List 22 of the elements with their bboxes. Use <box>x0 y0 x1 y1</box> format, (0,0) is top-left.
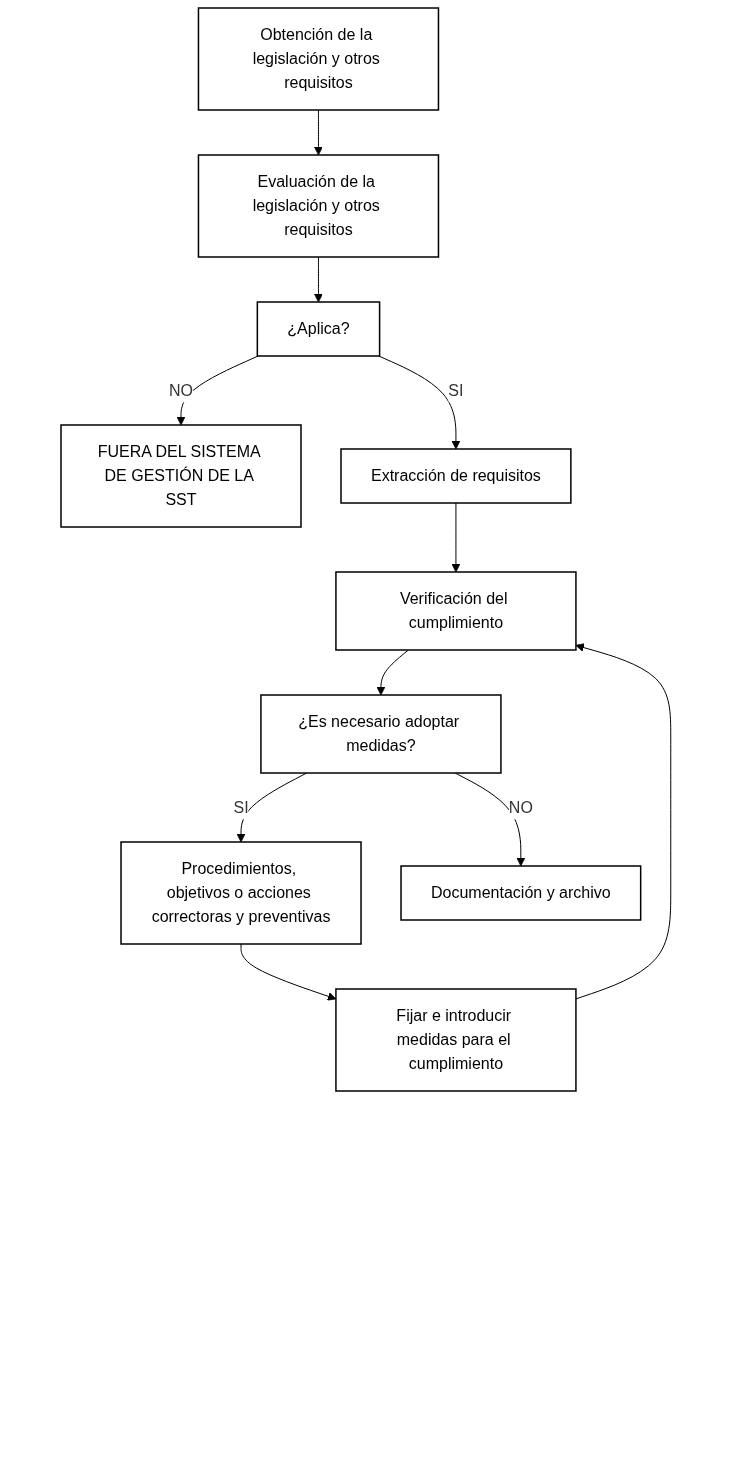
node-box: Obtención de la legislación y otros requisitos <box>197 7 440 111</box>
node-box: ¿Es necesario adoptar medidas? <box>260 694 502 774</box>
arrow <box>451 502 461 573</box>
node-box: Extracción de requisitos <box>340 448 572 504</box>
arrow <box>314 109 323 156</box>
arrow <box>575 643 672 1000</box>
edge-label: NO <box>508 798 533 816</box>
node-box: Documentación y archivo <box>400 865 642 921</box>
node-box: Evaluación de la legislación y otros requisitos <box>197 154 440 258</box>
arrow <box>176 355 259 426</box>
edge-label: SI <box>233 798 249 816</box>
node-box: ¿Aplica? <box>256 301 381 357</box>
arrow <box>314 256 323 303</box>
node-box: Verificación del cumplimiento <box>335 571 577 651</box>
arrow <box>240 943 337 1001</box>
edge-label: NO <box>169 381 194 399</box>
node-box: Procedimientos, objetivos o acciones correctoras y preventivas <box>120 841 362 945</box>
arrow <box>378 355 461 450</box>
arrow <box>376 649 409 696</box>
node-box: Fijar e introducir medidas para el cumplimiento <box>335 988 577 1092</box>
edge-label: SI <box>448 381 464 399</box>
node-box: FUERA DEL SISTEMA DE GESTIÓN DE LA SST <box>60 424 302 528</box>
